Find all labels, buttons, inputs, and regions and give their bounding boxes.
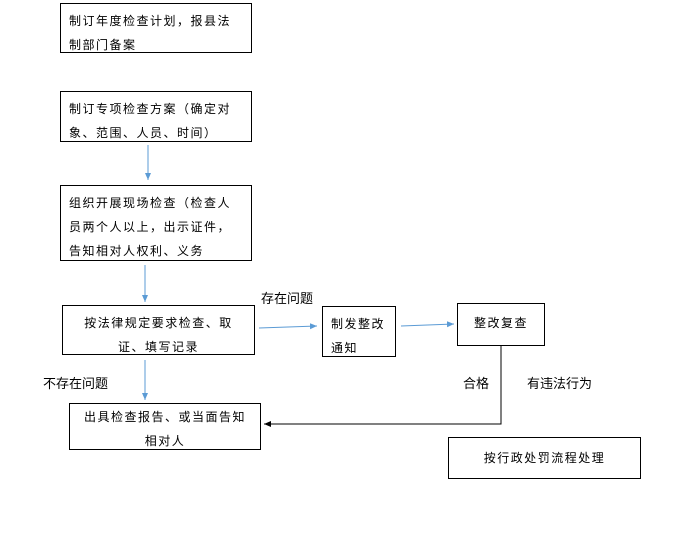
arrow-inspect-to-notice [258, 323, 318, 330]
node-inspection-report-text: 出具检查报告、或当面告知相对人 [83, 410, 246, 448]
node-organize-inspection: 组织开展现场检查（检查人员两个人以上，出示证件，告知相对人权利、义务 [60, 185, 252, 261]
node-rectify-recheck-text: 整改复查 [473, 316, 528, 330]
node-special-scheme: 制订专项检查方案（确定对象、范围、人员、时间） [60, 91, 252, 142]
node-annual-plan: 制订年度检查计划，报县法制部门备案 [60, 3, 252, 53]
node-legal-inspection-text: 按法律规定要求检查、取证、填写记录 [84, 316, 233, 354]
node-rectify-notice: 制发整改通知 [322, 306, 396, 357]
node-rectify-recheck: 整改复查 [457, 303, 545, 346]
edge-label-has-problem: 存在问题 [261, 292, 314, 307]
edge-label-qualified: 合格 [463, 377, 490, 392]
arrow-notice-to-recheck [400, 321, 455, 328]
node-special-scheme-text: 制订专项检查方案（确定对象、范围、人员、时间） [69, 102, 232, 140]
edge-label-illegal: 有违法行为 [527, 377, 593, 392]
node-organize-inspection-text: 组织开展现场检查（检查人员两个人以上，出示证件，告知相对人权利、义务 [69, 196, 232, 258]
node-legal-inspection: 按法律规定要求检查、取证、填写记录 [62, 305, 255, 355]
node-rectify-notice-text: 制发整改通知 [331, 317, 386, 355]
edge-label-no-problem: 不存在问题 [43, 377, 109, 392]
node-inspection-report: 出具检查报告、或当面告知相对人 [69, 403, 261, 450]
node-admin-penalty-text: 按行政处罚流程处理 [483, 451, 606, 465]
node-annual-plan-text: 制订年度检查计划，报县法制部门备案 [69, 14, 232, 52]
node-admin-penalty: 按行政处罚流程处理 [448, 437, 641, 479]
